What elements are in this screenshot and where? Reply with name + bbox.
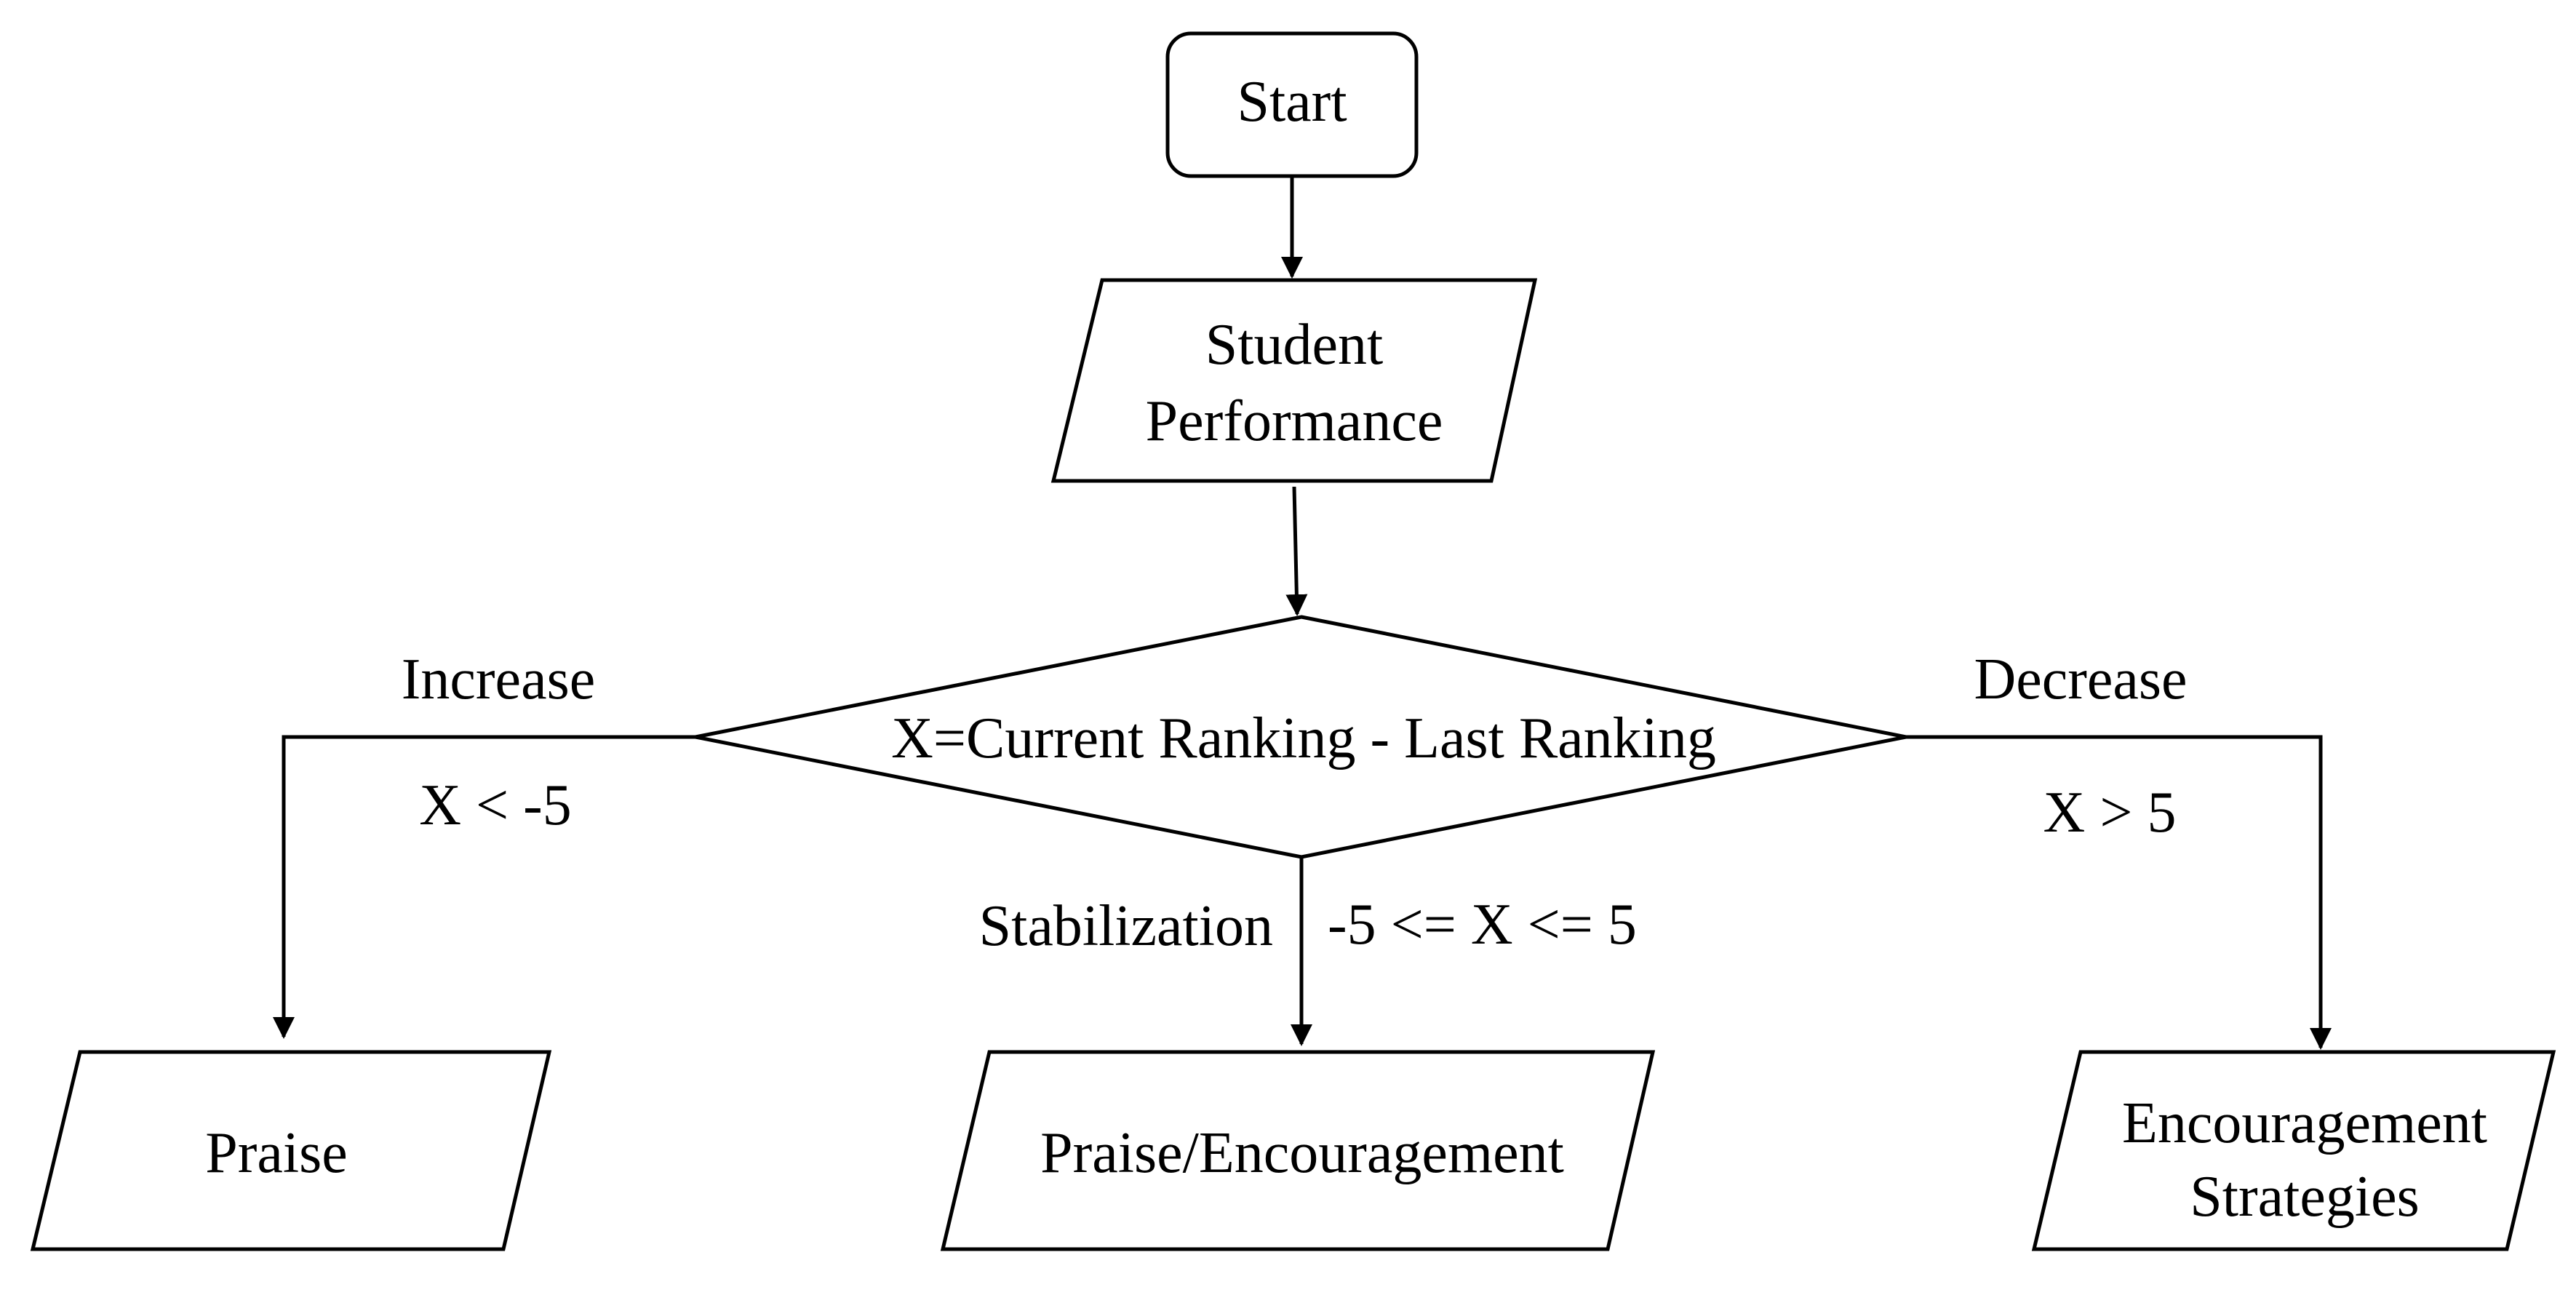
praise-encouragement-node xyxy=(940,1050,1656,1251)
student-performance-label-line2: Performance xyxy=(1146,389,1443,453)
connector-input-to-decision xyxy=(1285,486,1308,616)
decision-node-label: X=Current Ranking - Last Ranking xyxy=(891,706,1716,770)
praise-node-label: Praise xyxy=(205,1121,348,1185)
encouragement-strategies-label-line2: Strategies xyxy=(2190,1165,2419,1229)
encouragement-strategies-node xyxy=(2031,1050,2556,1251)
student-performance-node xyxy=(1050,278,1538,483)
branch-condition-stabilization: -5 <= X <= 5 xyxy=(1328,893,1637,957)
encouragement-strategies-label-line1: Encouragement xyxy=(2122,1091,2487,1155)
branch-condition-decrease: X > 5 xyxy=(2043,781,2177,845)
praise-node xyxy=(30,1050,552,1251)
branch-label-increase: Increase xyxy=(402,647,595,712)
student-performance-label-line1: Student xyxy=(1205,313,1383,377)
start-node-label: Start xyxy=(1237,70,1347,134)
branch-condition-increase: X < -5 xyxy=(419,773,572,837)
branch-label-stabilization: Stabilization xyxy=(979,894,1273,958)
connector-decision-to-encouragement-strategies xyxy=(1906,735,2332,1050)
branch-label-decrease: Decrease xyxy=(1974,647,2187,712)
connector-decision-to-praise xyxy=(273,735,695,1039)
praise-encouragement-node-label: Praise/Encouragement xyxy=(1040,1121,1564,1185)
